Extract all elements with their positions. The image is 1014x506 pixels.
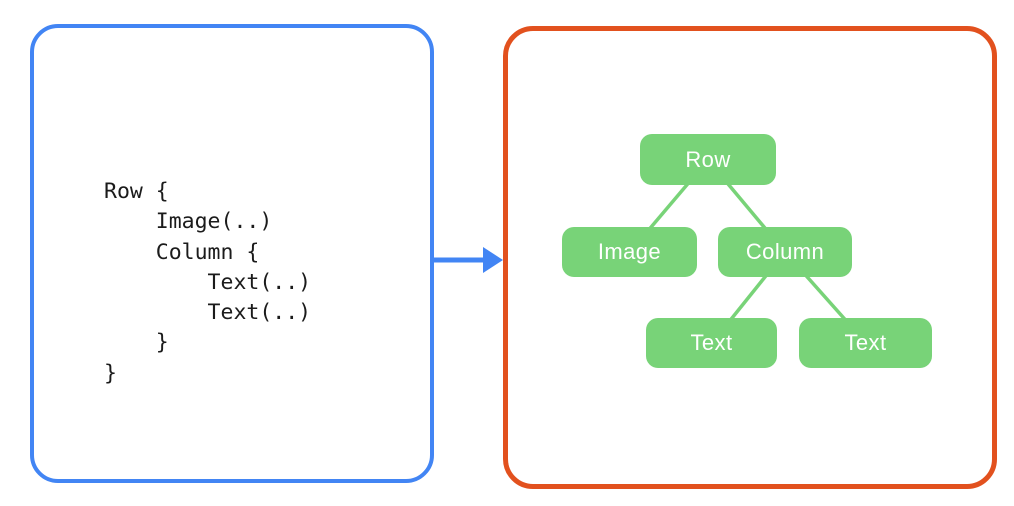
code-panel [30, 24, 434, 483]
tree-node-text-right: Text [799, 318, 932, 368]
tree-node-row: Row [640, 134, 776, 185]
code-text: Row { Image(..) Column { Text(..) Text(.… [104, 179, 312, 386]
tree-node-image: Image [562, 227, 697, 277]
arrow-right-icon [432, 247, 503, 273]
tree-node-column: Column [718, 227, 852, 277]
tree-node-text-left: Text [646, 318, 777, 368]
